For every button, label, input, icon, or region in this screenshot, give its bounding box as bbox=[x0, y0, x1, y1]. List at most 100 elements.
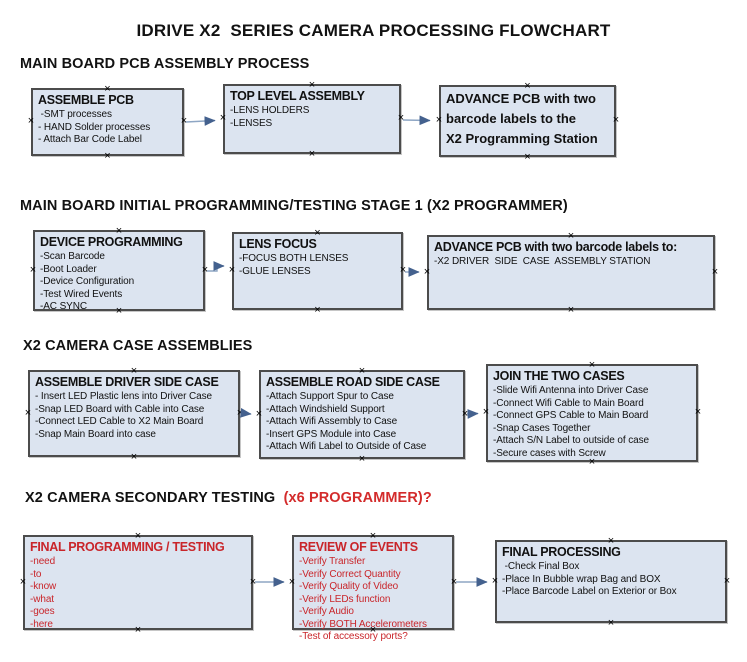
box-title: ASSEMBLE DRIVER SIDE CASE bbox=[35, 375, 219, 389]
box-item: -GLUE LENSES bbox=[239, 265, 311, 277]
box-title: ADVANCE PCB with two barcode labels to t… bbox=[446, 91, 598, 146]
box-item: -Check Final Box bbox=[502, 561, 580, 572]
box-item: -AC SYNC bbox=[40, 301, 87, 312]
box-title: ASSEMBLE PCB bbox=[38, 93, 134, 107]
connection-anchor-icon bbox=[179, 116, 189, 126]
box-item: - Insert LED Plastic lens into Driver Ca… bbox=[35, 391, 212, 402]
box-item: -LENS HOLDERS bbox=[230, 105, 310, 116]
connection-anchor-icon bbox=[103, 151, 113, 161]
box-item: -goes bbox=[30, 606, 55, 617]
flow-box-device-programming: DEVICE PROGRAMMING -Scan Barcode -Boot L… bbox=[33, 230, 205, 312]
box-item: -Place In Bubble wrap Bag and BOX bbox=[502, 573, 661, 585]
box-item: -Snap Main Board into case bbox=[35, 428, 156, 440]
section-heading-black-part: X2 CAMERA SECONDARY TESTING bbox=[25, 490, 284, 506]
connection-anchor-icon bbox=[28, 265, 38, 275]
box-item: -Snap LED Board with Cable into Case bbox=[35, 403, 205, 415]
connection-anchor-icon bbox=[307, 149, 317, 159]
box-item: -to bbox=[30, 568, 42, 580]
arrow-top-level-to-advance-pcb bbox=[402, 115, 431, 126]
connection-anchor-icon bbox=[26, 116, 36, 126]
box-item: -Verify Quality of Video bbox=[299, 581, 399, 592]
box-item: -here bbox=[30, 618, 53, 630]
flow-box-assemble-road-side-case: ASSEMBLE ROAD SIDE CASE -Attach Support … bbox=[259, 370, 465, 459]
section-heading-red-part: (x6 PROGRAMMER)? bbox=[283, 490, 432, 506]
connection-anchor-icon bbox=[693, 407, 703, 417]
flow-box-top-level-assembly: TOP LEVEL ASSEMBLY -LENS HOLDERS -LENSES bbox=[223, 84, 401, 154]
flow-box-assemble-driver-side-case: ASSEMBLE DRIVER SIDE CASE - Insert LED P… bbox=[28, 370, 240, 457]
box-item: -Connect LED Cable to X2 Main Board bbox=[35, 416, 204, 427]
connection-anchor-icon bbox=[396, 113, 406, 123]
box-item: -Verify BOTH Accelerometers bbox=[299, 618, 427, 630]
connection-anchor-icon bbox=[611, 115, 621, 125]
box-item: -Scan Barcode bbox=[40, 251, 105, 262]
connection-anchor-icon bbox=[235, 408, 245, 418]
box-item: -Secure cases with Screw bbox=[493, 447, 606, 459]
box-item: -Verify LEDs function bbox=[299, 593, 391, 605]
box-item: -SMT processes bbox=[38, 109, 112, 120]
flow-box-final-programming-testing: FINAL PROGRAMMING / TESTING -need -to -k… bbox=[23, 535, 253, 630]
connection-anchor-icon bbox=[710, 267, 720, 277]
flow-box-advance-pcb-programming-station: ADVANCE PCB with two barcode labels to t… bbox=[439, 85, 616, 157]
box-item: -Attach Windshield Support bbox=[266, 403, 385, 415]
arrow-road-case-to-join-cases bbox=[466, 409, 479, 419]
connection-anchor-icon bbox=[606, 618, 616, 628]
flow-box-lens-focus: LENS FOCUS -FOCUS BOTH LENSES -GLUE LENS… bbox=[232, 232, 403, 310]
box-item: -LENSES bbox=[230, 117, 273, 129]
section-heading-secondary-testing: X2 CAMERA SECONDARY TESTING (x6 PROGRAMM… bbox=[25, 490, 432, 506]
connection-anchor-icon bbox=[218, 113, 228, 123]
section-heading-pcb-assembly: MAIN BOARD PCB ASSEMBLY PROCESS bbox=[20, 56, 310, 72]
connection-anchor-icon bbox=[129, 452, 139, 462]
flow-box-review-of-events: REVIEW OF EVENTS -Verify Transfer -Verif… bbox=[292, 535, 454, 642]
box-title: DEVICE PROGRAMMING bbox=[40, 235, 183, 249]
connection-anchor-icon bbox=[357, 454, 367, 464]
connection-anchor-icon bbox=[227, 265, 237, 275]
connection-anchor-icon bbox=[398, 265, 408, 275]
connection-anchor-icon bbox=[481, 407, 491, 417]
box-item: -Slide Wifi Antenna into Driver Case bbox=[493, 385, 649, 396]
arrow-device-programming-to-lens-focus bbox=[207, 261, 225, 272]
connection-anchor-icon bbox=[566, 305, 576, 315]
box-item: -what bbox=[30, 593, 54, 605]
box-title: ASSEMBLE ROAD SIDE CASE bbox=[266, 375, 440, 389]
box-item: -X2 DRIVER SIDE CASE ASSEMBLY STATION bbox=[434, 256, 651, 267]
box-title: ADVANCE PCB with two barcode labels to: bbox=[434, 240, 677, 254]
box-title: TOP LEVEL ASSEMBLY bbox=[230, 89, 365, 103]
box-title: LENS FOCUS bbox=[239, 237, 317, 251]
flow-box-join-the-two-cases: JOIN THE TWO CASES -Slide Wifi Antenna i… bbox=[486, 364, 698, 462]
box-item: -Snap Cases Together bbox=[493, 422, 591, 434]
connection-anchor-icon bbox=[422, 267, 432, 277]
page-title: IDRIVE X2 SERIES CAMERA PROCESSING FLOWC… bbox=[136, 21, 611, 40]
box-item: -Connect GPS Cable to Main Board bbox=[493, 410, 649, 421]
box-item: -Test of accessory ports? bbox=[299, 631, 408, 642]
box-item: -Verify Transfer bbox=[299, 556, 366, 567]
box-item: -know bbox=[30, 581, 57, 592]
connection-anchor-icon bbox=[18, 577, 28, 587]
box-item: -Boot Loader bbox=[40, 263, 97, 275]
box-item: -Verify Audio bbox=[299, 606, 354, 617]
flow-box-advance-pcb-driver-side-station: ADVANCE PCB with two barcode labels to: … bbox=[427, 235, 715, 310]
connection-anchor-icon bbox=[313, 305, 323, 315]
section-heading-case-assemblies: X2 CAMERA CASE ASSEMBLIES bbox=[23, 338, 253, 354]
connection-anchor-icon bbox=[449, 577, 459, 587]
arrow-assemble-pcb-to-top-level bbox=[185, 116, 216, 126]
arrow-driver-case-to-road-case bbox=[240, 407, 252, 418]
flow-box-final-processing: FINAL PROCESSING -Check Final Box -Place… bbox=[495, 540, 727, 623]
box-item: -Attach Support Spur to Case bbox=[266, 391, 394, 402]
section-heading-initial-programming: MAIN BOARD INITIAL PROGRAMMING/TESTING S… bbox=[20, 198, 568, 214]
box-item: -Test Wired Events bbox=[40, 288, 123, 300]
connection-anchor-icon bbox=[248, 577, 258, 587]
connection-anchor-icon bbox=[460, 409, 470, 419]
box-item: -Attach S/N Label to outside of case bbox=[493, 435, 649, 446]
box-title: FINAL PROGRAMMING / TESTING bbox=[30, 540, 225, 554]
box-item: -FOCUS BOTH LENSES bbox=[239, 253, 349, 264]
box-title: JOIN THE TWO CASES bbox=[493, 369, 625, 383]
flow-box-assemble-pcb: ASSEMBLE PCB -SMT processes - HAND Solde… bbox=[31, 88, 184, 156]
box-item: -Connect Wifi Cable to Main Board bbox=[493, 397, 644, 409]
box-item: -Attach Wifi Assembly to Case bbox=[266, 416, 398, 427]
connection-anchor-icon bbox=[200, 265, 210, 275]
box-title: FINAL PROCESSING bbox=[502, 545, 621, 559]
connection-anchor-icon bbox=[434, 115, 444, 125]
box-item: -Verify Correct Quantity bbox=[299, 568, 401, 580]
connection-anchor-icon bbox=[23, 408, 33, 418]
